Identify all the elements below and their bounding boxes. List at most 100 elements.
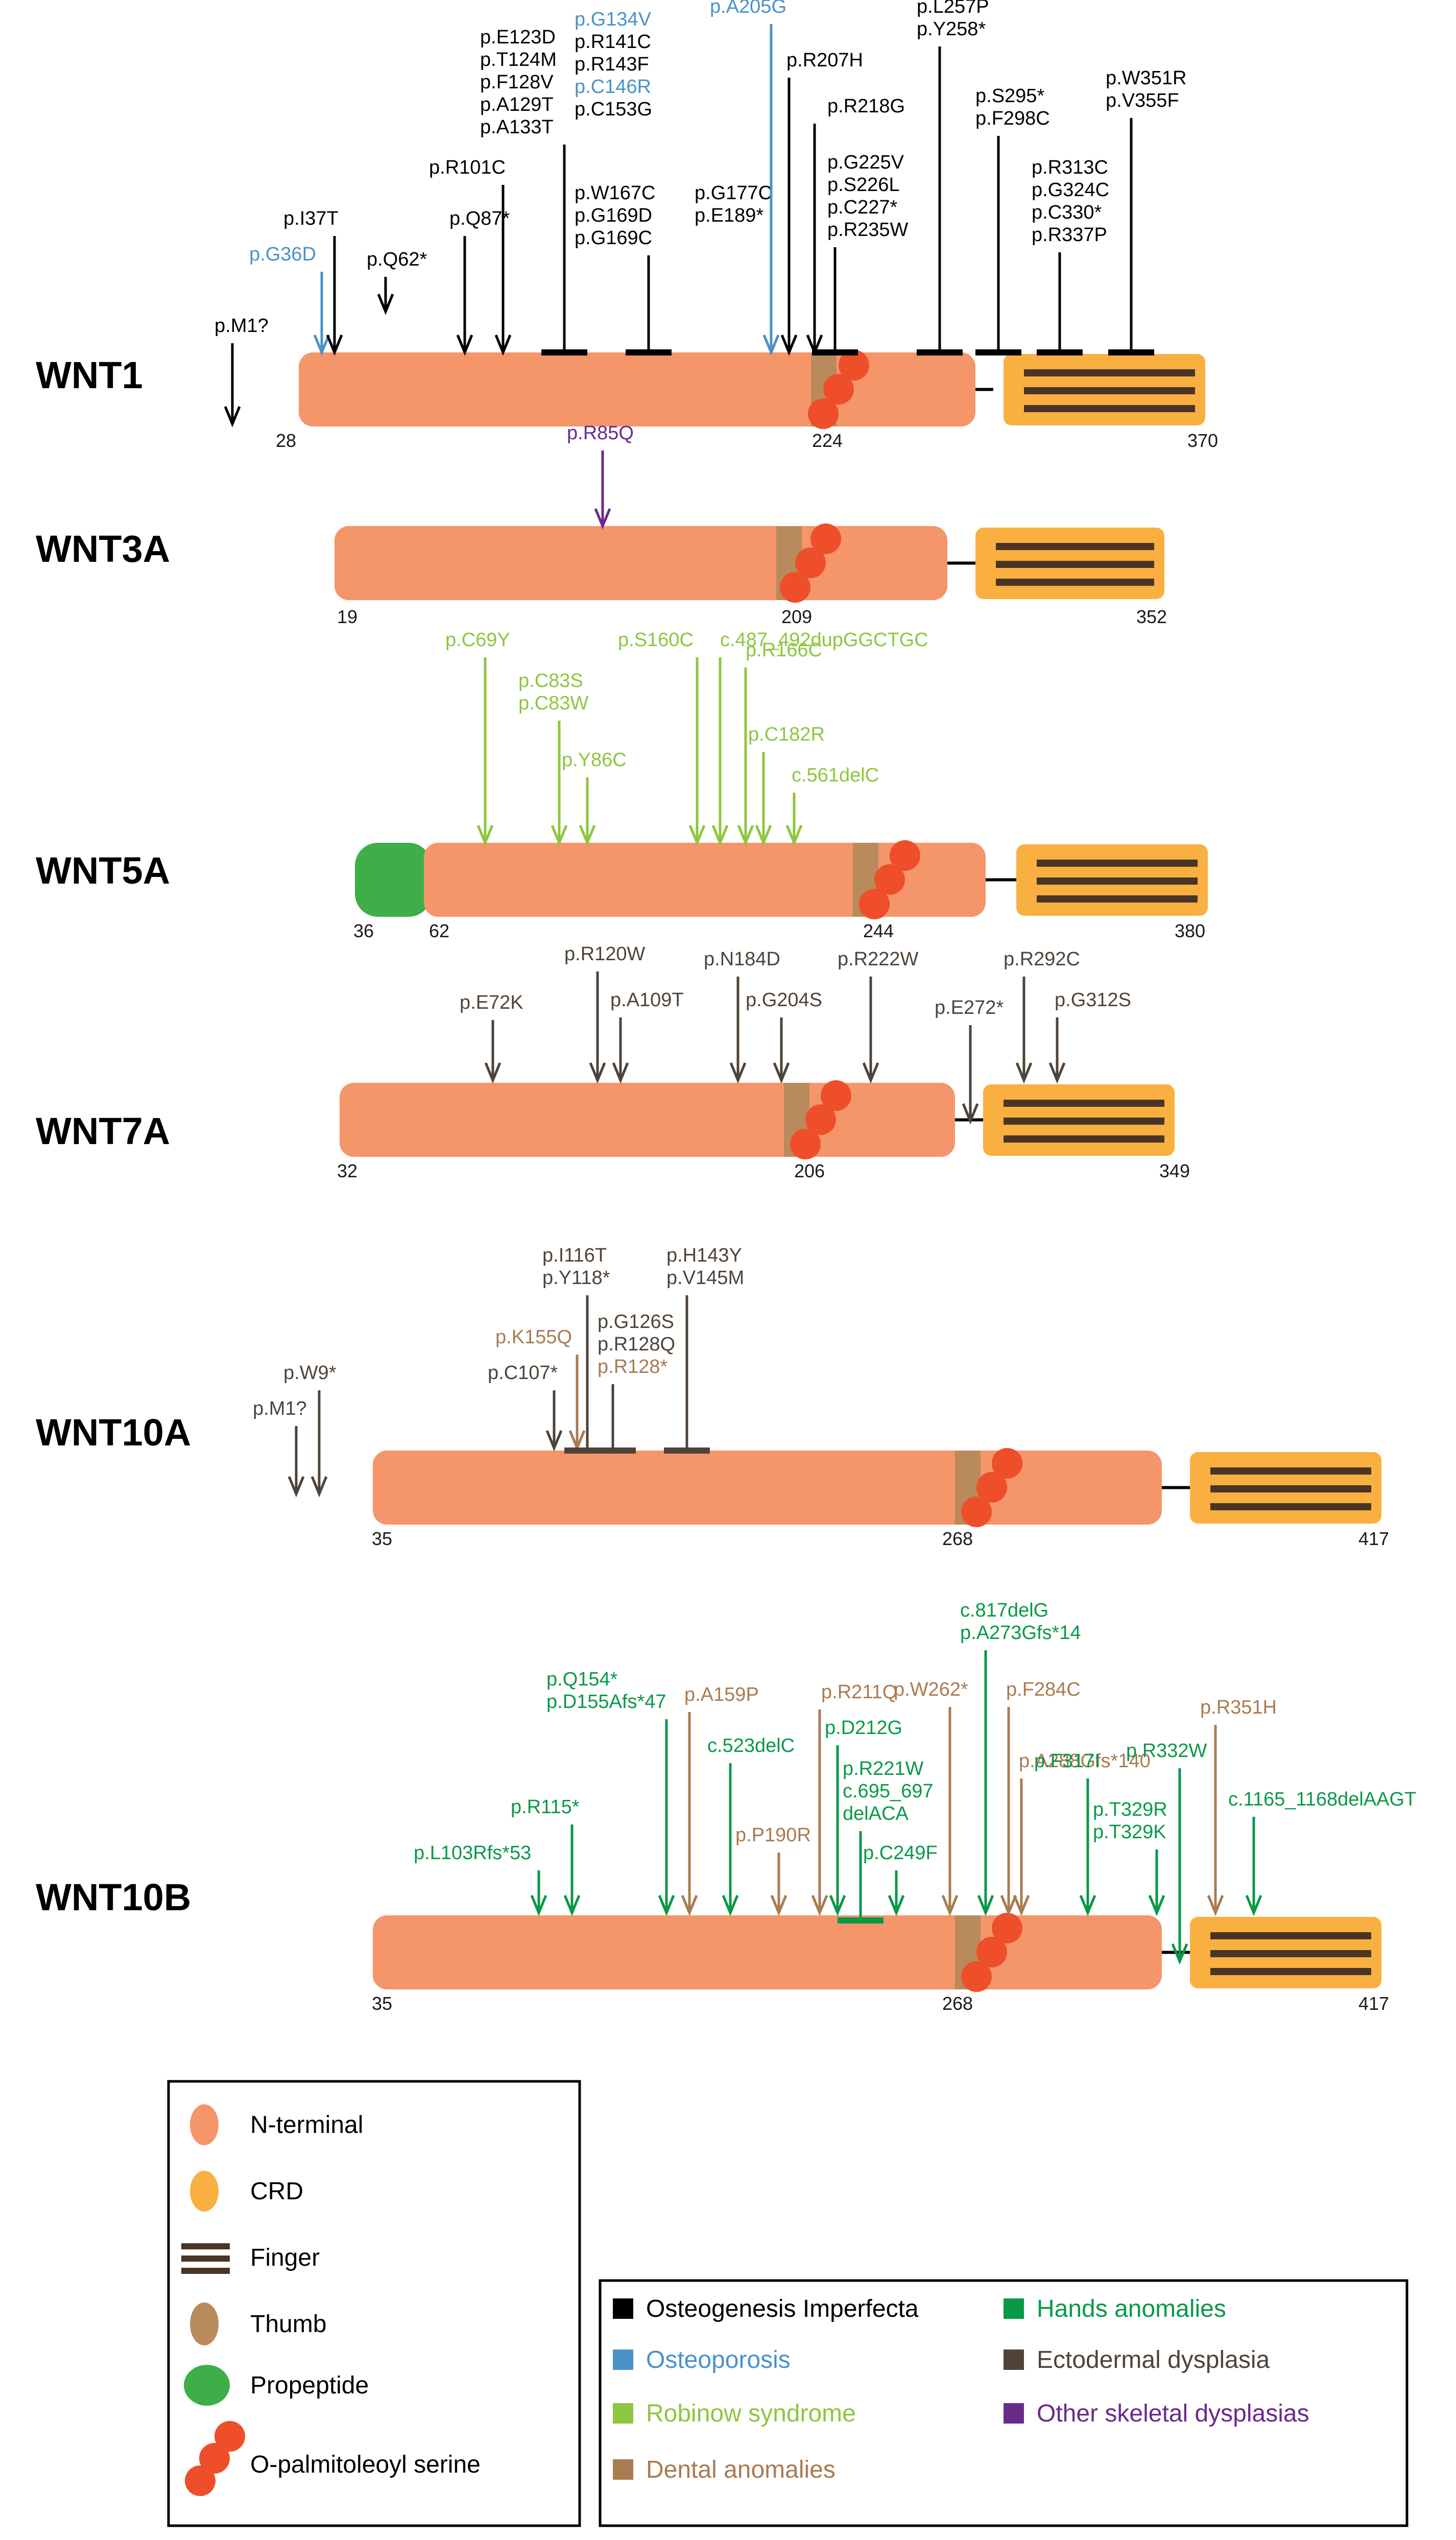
arrowhead-icon: [326, 335, 343, 356]
arrowhead-icon: [755, 825, 772, 846]
n-terminal-icon: [190, 2104, 219, 2145]
arrowhead-icon: [377, 294, 394, 315]
finger-icon: [181, 2243, 230, 2274]
arrowhead-icon: [551, 825, 568, 846]
finger-stripe: [1210, 1503, 1371, 1510]
palmitoyl-serine-icon: [976, 1937, 1007, 1967]
variant-label: p.A133T: [480, 116, 554, 138]
variant-label: c.1165_1168delAAGT: [1228, 1789, 1416, 1810]
thumb-icon: [190, 2302, 219, 2345]
variant-label: p.C69Y: [445, 629, 510, 651]
variant-label: c.523delC: [707, 1735, 795, 1756]
palmitoyl-serine-icon: [859, 889, 890, 919]
finger-stripe: [1210, 1950, 1371, 1957]
arrowhead-icon: [729, 1062, 747, 1084]
variant-label: p.M1?: [214, 315, 269, 337]
variant-label: p.F317I: [1034, 1750, 1100, 1772]
variant-label: p.D212G: [825, 1717, 902, 1739]
variant-label: p.C330*: [1032, 202, 1102, 223]
arrowhead-icon: [862, 1062, 879, 1084]
legend-label: Other skeletal dysplasias: [1037, 2400, 1309, 2427]
arrowhead-icon: [494, 335, 512, 356]
residue-tick: 19: [337, 606, 357, 627]
variant-label: p.E272*: [935, 997, 1004, 1018]
variant-label: p.R128Q: [598, 1334, 675, 1355]
legend-label: CRD: [250, 2178, 303, 2205]
variant-label: p.F284C: [1006, 1679, 1081, 1700]
finger-stripe: [1004, 1135, 1164, 1143]
variant-label: p.R332W: [1126, 1740, 1207, 1762]
arrowhead-icon: [1013, 1895, 1030, 1916]
legend-label: Hands anomalies: [1037, 2295, 1226, 2322]
variant-label: p.E189*: [695, 205, 763, 226]
variant-label: p.R351H: [1200, 1697, 1277, 1718]
residue-tick: 36: [353, 920, 374, 941]
arrowhead-icon: [1000, 1895, 1017, 1916]
residue-tick: 268: [942, 1528, 973, 1549]
residue-tick: 349: [1159, 1160, 1190, 1181]
variant-label: p.I116T: [542, 1245, 607, 1266]
variant-label: p.G177C: [695, 182, 772, 204]
arrowhead-icon: [612, 1062, 629, 1084]
variant-label: p.R218G: [827, 96, 905, 117]
legend-box: [167, 2080, 581, 2527]
arrowhead-icon: [579, 825, 596, 846]
finger-stripe: [1210, 1485, 1371, 1492]
arrowhead-icon: [1171, 1943, 1188, 1965]
legend-label: Osteogenesis Imperfecta: [646, 2295, 919, 2322]
variant-label: p.R235W: [827, 219, 909, 241]
variant-label: p.Y258*: [917, 18, 986, 40]
arrowhead-icon: [722, 1895, 739, 1916]
residue-tick: 32: [337, 1160, 357, 1181]
palmitoyl-serine-icon: [805, 1104, 836, 1135]
residue-tick: 35: [372, 1528, 392, 1549]
variant-label: p.W351R: [1106, 67, 1186, 89]
variant-label: p.S226L: [827, 174, 900, 196]
variant-label: p.A109T: [610, 989, 684, 1011]
legend-label: Propeptide: [250, 2372, 369, 2399]
variant-label: p.Y118*: [542, 1267, 610, 1289]
propeptide-icon: [184, 2365, 230, 2406]
arrowhead-icon: [681, 1895, 698, 1916]
variant-label: p.G225V: [827, 152, 904, 173]
palmitoyl-serine-icon: [823, 374, 854, 405]
arrowhead-icon: [476, 825, 494, 846]
gene-name: WNT5A: [36, 849, 170, 892]
variant-label: p.L103Rfs*53: [414, 1842, 531, 1864]
legend-swatch-icon: [613, 2349, 633, 2370]
variant-label: c.561delC: [792, 765, 879, 786]
legend-swatch-icon: [1004, 2298, 1024, 2319]
variant-label: p.D155Afs*47: [546, 1691, 666, 1713]
gene-name: WNT10A: [36, 1411, 191, 1454]
legend-label: Osteoporosis: [646, 2346, 791, 2373]
arrowhead-icon: [811, 1895, 828, 1916]
arrowhead-icon: [1015, 1062, 1033, 1084]
residue-tick: 352: [1136, 606, 1167, 627]
variant-label: p.G169C: [575, 227, 652, 249]
variant-label: delACA: [843, 1803, 909, 1824]
finger-stripe: [1024, 387, 1195, 394]
residue-tick: 370: [1187, 430, 1218, 451]
n-terminal-domain: [373, 1915, 1162, 1989]
variant-label: p.R211Q: [821, 1681, 897, 1703]
disease-legend: Osteogenesis ImperfectaOsteoporosisRobin…: [599, 2279, 1409, 2527]
arrowhead-icon: [594, 508, 611, 530]
variant-label: p.G169D: [575, 205, 652, 226]
residue-tick: 209: [781, 606, 812, 627]
residue-tick: 28: [276, 430, 296, 451]
arrowhead-icon: [658, 1895, 675, 1916]
arrowhead-icon: [288, 1476, 305, 1498]
variant-label: p.R337P: [1032, 224, 1107, 246]
gene-name: WNT1: [36, 354, 143, 396]
arrowhead-icon: [313, 335, 330, 356]
palmitoyl-serine-icon: [795, 548, 826, 578]
variant-label: p.R141C: [575, 31, 651, 53]
gene-name: WNT3A: [36, 528, 170, 570]
variant-label: p.W167C: [575, 182, 655, 204]
arrowhead-icon: [737, 825, 754, 846]
arrowhead-icon: [484, 1062, 502, 1084]
palmitoyl-serine-icon: [808, 398, 839, 429]
legend-label: N-terminal: [250, 2111, 363, 2139]
n-terminal-domain: [299, 352, 975, 426]
